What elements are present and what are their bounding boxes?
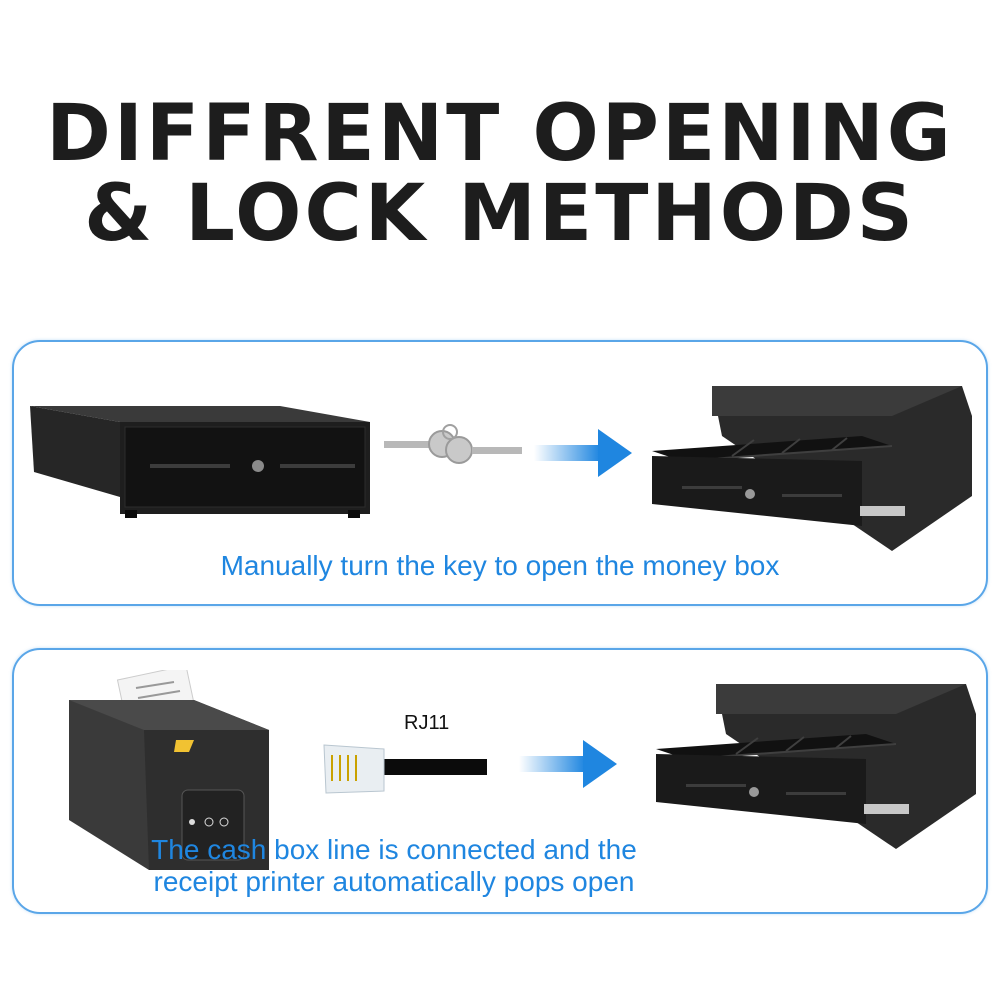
- printer-caption-line1: The cash box line is connected and the: [151, 834, 637, 865]
- printer-open-caption: The cash box line is connected and the r…: [34, 834, 754, 898]
- arrow-right-icon: [534, 429, 632, 477]
- rj11-connector-icon: [323, 744, 487, 794]
- open-cash-drawer: [656, 684, 976, 849]
- closed-cash-drawer: [30, 406, 370, 518]
- page-title-line2: & LOCK METHODS: [84, 169, 916, 259]
- printer-open-panel: RJ11 The cash box line is connected and …: [12, 648, 988, 914]
- printer-caption-line2: receipt printer automatically pops open: [153, 866, 635, 897]
- manual-open-panel: Manually turn the key to open the money …: [12, 340, 988, 606]
- rj11-cable-label: RJ11: [404, 712, 450, 734]
- page-title-line1: DIFFRENT OPENING: [46, 89, 954, 179]
- manual-open-caption: Manually turn the key to open the money …: [220, 550, 780, 581]
- keys-icon: [384, 424, 522, 464]
- receipt-printer: [69, 670, 269, 870]
- open-cash-drawer: [652, 386, 972, 551]
- arrow-right-icon: [519, 740, 617, 788]
